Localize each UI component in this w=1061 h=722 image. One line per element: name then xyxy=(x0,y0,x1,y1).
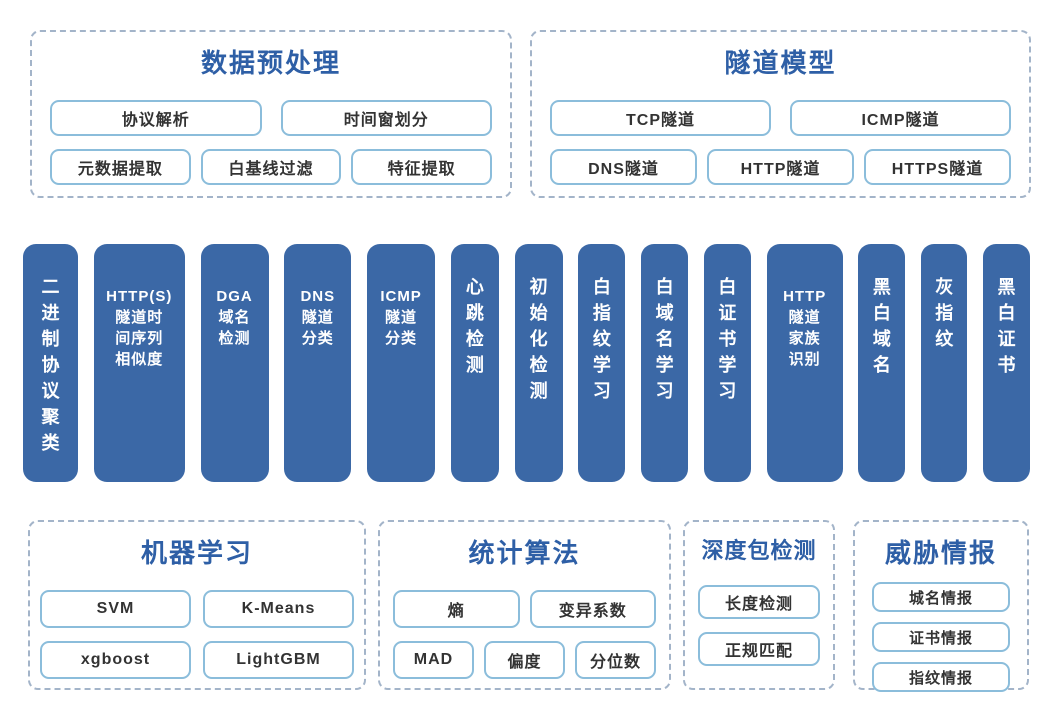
bar-icmp-tunnel-classification: ICMP 隧道 分类 xyxy=(367,244,436,482)
panel-title-tunnel-model: 隧道模型 xyxy=(724,48,837,78)
bar-black-white-domain: 黑 白 域 名 xyxy=(858,244,906,482)
preprocess-row-2: 元数据提取 白基线过滤 特征提取 xyxy=(32,149,510,185)
preprocess-row-1: 协议解析 时间窗划分 xyxy=(32,100,510,136)
node-domain-intel: 城名情报 xyxy=(872,582,1010,612)
node-quantile: 分位数 xyxy=(575,641,656,679)
panel-title-machine-learning: 机器学习 xyxy=(140,538,253,568)
bar-https-tunnel-time-series-similarity: HTTP(S) 隧道时 间序列 相似度 xyxy=(93,244,185,482)
bar-gray-fingerprint: 灰 指 纹 xyxy=(921,244,968,482)
bar-white-domain-learning: 白 域 名 学 习 xyxy=(641,244,689,482)
node-skewness: 偏度 xyxy=(484,641,565,679)
node-http-tunnel: HTTP隧道 xyxy=(707,149,854,185)
panel-machine-learning: 机器学习 SVM K-Means xgboost LightGBM xyxy=(28,520,366,690)
panel-title-statistics: 统计算法 xyxy=(468,538,581,568)
panel-dpi: 深度包检测 长度检测 正规匹配 xyxy=(683,520,835,690)
node-mad: MAD xyxy=(393,641,474,679)
node-kmeans: K-Means xyxy=(203,590,354,628)
node-tcp-tunnel: TCP隧道 xyxy=(550,100,771,136)
panel-title-dpi: 深度包检测 xyxy=(701,538,817,563)
node-lightgbm: LightGBM xyxy=(203,641,354,679)
bar-initialization-detection: 初 始 化 检 测 xyxy=(514,244,563,482)
panel-data-preprocessing: 数据预处理 协议解析 时间窗划分 元数据提取 白基线过滤 特征提取 xyxy=(30,30,512,198)
node-coefficient-of-variation: 变异系数 xyxy=(529,590,656,628)
node-icmp-tunnel: ICMP隧道 xyxy=(790,100,1011,136)
bar-dga-domain-detection: DGA 域名 检测 xyxy=(200,244,269,482)
stat-row-2: MAD 偏度 分位数 xyxy=(380,641,669,679)
ml-row-2: xgboost LightGBM xyxy=(30,641,364,679)
node-entropy: 熵 xyxy=(393,590,520,628)
panel-threat-intel: 威胁情报 城名情报 证书情报 指纹情报 xyxy=(853,520,1029,692)
panel-title-data-preprocessing: 数据预处理 xyxy=(200,48,341,78)
bar-white-certificate-learning: 白 证 书 学 习 xyxy=(703,244,751,482)
panel-tunnel-model: 隧道模型 TCP隧道 ICMP隧道 DNS隧道 HTTP隧道 HTTPS隧道 xyxy=(530,30,1031,198)
panel-title-threat-intel: 威胁情报 xyxy=(884,538,997,568)
node-regex-matching: 正规匹配 xyxy=(698,632,820,666)
tunnel-row-2: DNS隧道 HTTP隧道 HTTPS隧道 xyxy=(532,149,1029,185)
bar-black-white-certificate: 黑 白 证 书 xyxy=(982,244,1030,482)
node-fingerprint-intel: 指纹情报 xyxy=(872,662,1010,692)
node-certificate-intel: 证书情报 xyxy=(872,622,1010,652)
bar-http-tunnel-family-identification: HTTP 隧道 家族 识别 xyxy=(766,244,843,482)
bar-heartbeat-detection: 心 跳 检 测 xyxy=(450,244,499,482)
node-protocol-parsing: 协议解析 xyxy=(50,100,262,136)
stat-row-1: 熵 变异系数 xyxy=(380,590,669,628)
detection-bars: 二 进 制 协 议 聚 类 HTTP(S) 隧道时 间序列 相似度 DGA 域名… xyxy=(23,244,1030,482)
dpi-row-1: 长度检测 xyxy=(685,585,833,619)
ti-row-2: 证书情报 xyxy=(855,622,1027,652)
bar-white-fingerprint-learning: 白 指 纹 学 习 xyxy=(578,244,626,482)
node-https-tunnel: HTTPS隧道 xyxy=(864,149,1011,185)
panel-statistics: 统计算法 熵 变异系数 MAD 偏度 分位数 xyxy=(378,520,671,690)
node-white-baseline-filter: 白基线过滤 xyxy=(200,149,342,185)
bar-binary-protocol-clustering: 二 进 制 协 议 聚 类 xyxy=(23,244,78,482)
tunnel-row-1: TCP隧道 ICMP隧道 xyxy=(532,100,1029,136)
node-svm: SVM xyxy=(40,590,191,628)
node-feature-extraction: 特征提取 xyxy=(351,149,493,185)
ml-row-1: SVM K-Means xyxy=(30,590,364,628)
dpi-row-2: 正规匹配 xyxy=(685,632,833,666)
bar-dns-tunnel-classification: DNS 隧道 分类 xyxy=(284,244,352,482)
node-length-detection: 长度检测 xyxy=(698,585,820,619)
node-metadata-extraction: 元数据提取 xyxy=(50,149,191,185)
node-xgboost: xgboost xyxy=(40,641,191,679)
ti-row-3: 指纹情报 xyxy=(855,662,1027,692)
node-time-window-split: 时间窗划分 xyxy=(280,100,492,136)
ti-row-1: 城名情报 xyxy=(855,582,1027,612)
node-dns-tunnel: DNS隧道 xyxy=(550,149,697,185)
